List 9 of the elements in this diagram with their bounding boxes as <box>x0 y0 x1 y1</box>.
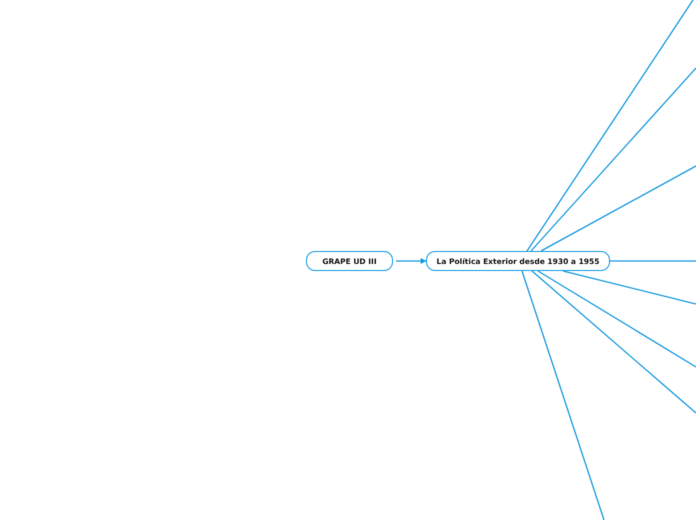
connector-line <box>538 270 696 368</box>
connector-line <box>610 260 696 262</box>
connector-line <box>532 270 696 414</box>
connector-line <box>540 165 696 252</box>
connector-line <box>530 68 696 252</box>
connector-line <box>521 270 605 520</box>
connector-line <box>396 258 427 264</box>
connector-line <box>562 270 696 305</box>
connector-line <box>526 0 694 252</box>
